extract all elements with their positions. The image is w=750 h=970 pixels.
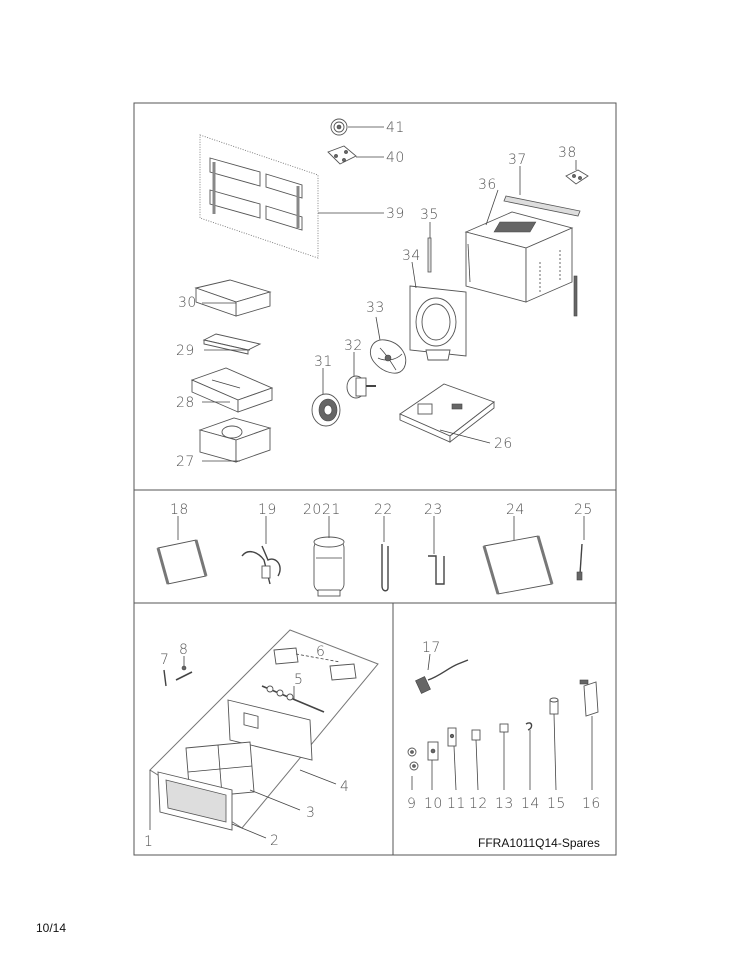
callout-6: 6 [316, 644, 325, 660]
callout-30: 30 [178, 295, 197, 311]
part-9-knobs [407, 747, 419, 790]
section-frames [133, 102, 617, 856]
callout-24: 24 [506, 502, 525, 518]
callout-28: 28 [176, 395, 195, 411]
part-5-shaft [261, 685, 325, 713]
part-29-bracket [202, 333, 262, 355]
callout-29: 29 [176, 343, 195, 359]
callout-35: 35 [420, 207, 439, 223]
part-12-relay [471, 729, 481, 791]
callout-27: 27 [176, 454, 195, 470]
callout-36: 36 [478, 177, 497, 193]
part-37-rail [503, 166, 581, 217]
part-32-motor [346, 352, 376, 399]
part-2-grille [157, 771, 267, 839]
part-25-sensor [576, 516, 585, 581]
callout-numbers: 41 40 39 38 37 36 35 34 33 32 31 30 29 2… [144, 120, 601, 850]
callout-38: 38 [558, 145, 577, 161]
part-16-bracket [579, 679, 599, 790]
part-11-thermostat [447, 727, 457, 791]
callout-7: 7 [160, 652, 169, 668]
part-23-pipe [428, 516, 445, 585]
part-35-rod [427, 222, 432, 273]
callout-22: 22 [374, 502, 393, 518]
part-41-gasket [330, 118, 384, 136]
callout-2: 2 [270, 833, 279, 849]
callout-21: 21 [322, 502, 341, 518]
callout-33: 33 [366, 300, 385, 316]
callout-4: 4 [340, 779, 349, 795]
callout-17: 17 [422, 640, 441, 656]
callout-9: 9 [407, 796, 416, 812]
callout-1: 1 [144, 834, 153, 850]
callout-31: 31 [314, 354, 333, 370]
part-18-evaporator-coil [156, 516, 208, 585]
callout-13: 13 [495, 796, 514, 812]
part-7-8-screw [163, 656, 193, 687]
part-33-fan-blade [370, 316, 407, 374]
part-14-clip [525, 722, 533, 790]
part-13-connector [499, 723, 509, 790]
callout-37: 37 [508, 152, 527, 168]
part-17-power-cord [415, 653, 469, 694]
page-number: 10/14 [36, 921, 67, 935]
callout-32: 32 [344, 338, 363, 354]
part-20-21-compressor [313, 516, 345, 597]
part-36-cabinet [464, 189, 574, 303]
model-label: FFRA1011Q14-Spares [478, 836, 600, 850]
callout-26: 26 [494, 436, 513, 452]
part-26-base-pan [399, 383, 495, 444]
callout-15: 15 [547, 796, 566, 812]
callout-20: 20 [303, 502, 322, 518]
part-10-switch [427, 741, 439, 790]
callout-10: 10 [424, 796, 443, 812]
callout-25: 25 [574, 502, 593, 518]
part-4-front-panel [227, 699, 337, 785]
part-27-housing [198, 417, 272, 463]
callout-5: 5 [294, 672, 303, 688]
callout-14: 14 [521, 796, 540, 812]
callout-23: 23 [424, 502, 443, 518]
part-30-top-cover [194, 279, 272, 317]
callout-18: 18 [170, 502, 189, 518]
part-19-tubing [241, 516, 281, 585]
callout-39: 39 [386, 206, 405, 222]
callout-34: 34 [402, 248, 421, 264]
part-24-condenser-coil [482, 516, 554, 595]
part-31-blower-wheel [311, 368, 341, 427]
callout-12: 12 [469, 796, 488, 812]
part-28-air-duct [190, 367, 274, 413]
callout-8: 8 [179, 642, 188, 658]
part-6-filter-blocks [273, 647, 357, 681]
callout-11: 11 [447, 796, 466, 812]
callout-16: 16 [582, 796, 601, 812]
part-34-fan-shroud [409, 261, 467, 361]
callout-19: 19 [258, 502, 277, 518]
callout-40: 40 [386, 150, 405, 166]
callout-41: 41 [386, 120, 405, 136]
part-36-side-rod [573, 275, 578, 317]
part-39-window-frame [199, 134, 384, 259]
callout-3: 3 [306, 805, 315, 821]
part-22-capillary [381, 516, 389, 592]
part-38-clip [565, 160, 589, 185]
part-40-bracket [327, 145, 384, 165]
part-15-capacitor [549, 697, 559, 791]
